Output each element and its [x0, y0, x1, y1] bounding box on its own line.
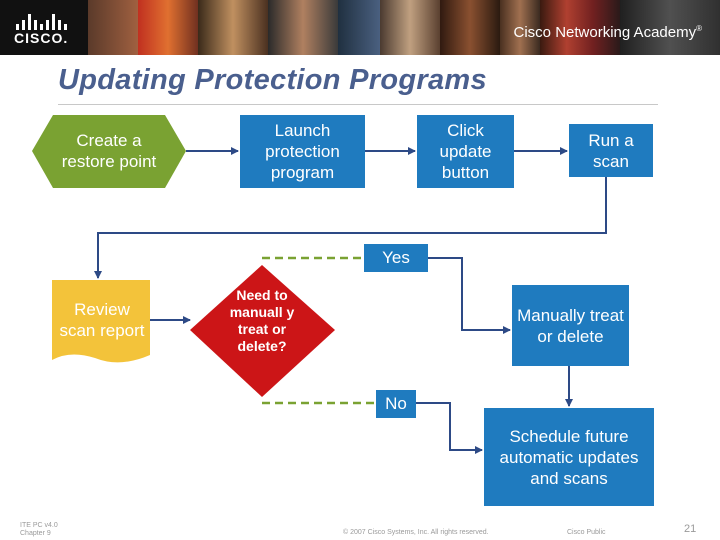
classification: Cisco Public [567, 529, 606, 536]
review-shape [52, 280, 150, 363]
decision-label: Need to manuall y treat or delete? [229, 287, 295, 354]
title-divider [58, 104, 658, 105]
banner-photo [338, 0, 380, 55]
connector-scan-review [94, 177, 607, 279]
header-banner: CISCO. Cisco Networking Academy® [0, 0, 720, 55]
banner-photo [620, 0, 720, 55]
manual-label: Manually treat or delete [517, 306, 624, 346]
schedule-shape [484, 408, 654, 506]
banner-photo [138, 0, 198, 55]
launch-label: Launch protection program [265, 120, 340, 182]
banner-photo [380, 0, 440, 55]
manual-shape [512, 285, 629, 366]
scan-shape [569, 124, 653, 177]
connector-yes-manual [428, 257, 511, 334]
academy-wordmark: Cisco Networking Academy® [513, 24, 702, 41]
banner-photo [268, 0, 338, 55]
update-label: Click update button [439, 120, 492, 182]
restore-shape [32, 115, 186, 188]
no-label: No [376, 390, 416, 418]
decision-shape [190, 265, 335, 397]
cisco-logo-text: CISCO. [14, 30, 69, 46]
page-number: 21 [684, 523, 697, 535]
connector-no-schedule [416, 402, 483, 454]
scan-label: Run a scan [588, 130, 634, 171]
banner-photo [88, 0, 138, 55]
banner-photo [440, 0, 500, 55]
banner-photo [540, 0, 620, 55]
banner-photo [198, 0, 268, 55]
launch-shape [240, 115, 365, 188]
restore-label: Create a restore point [61, 131, 157, 171]
update-shape [417, 115, 514, 188]
course-info: ITE PC v4.0 Chapter 9 [20, 522, 58, 537]
copyright: © 2007 Cisco Systems, Inc. All rights re… [343, 529, 489, 536]
schedule-label: Schedule future automatic updates and sc… [499, 426, 639, 488]
yes-label: Yes [364, 244, 428, 272]
banner-photo [500, 0, 540, 55]
review-label: Review scan report [59, 300, 145, 340]
cisco-logo: CISCO. [0, 0, 88, 55]
cisco-bars-icon [16, 14, 67, 30]
slide-title: Updating Protection Programs [58, 64, 487, 96]
